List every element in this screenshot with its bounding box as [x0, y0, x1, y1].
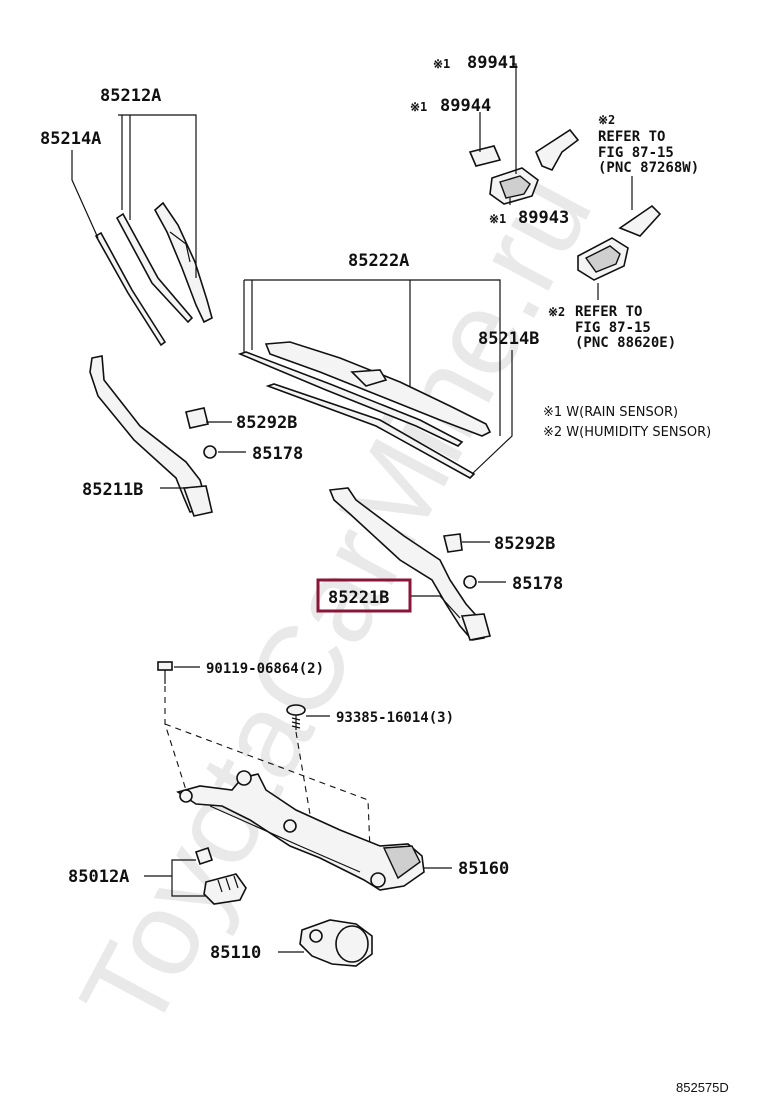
- label-89944: 89944: [440, 96, 491, 116]
- leader-85221B: [410, 595, 461, 619]
- label-85214A: 85214A: [40, 129, 101, 149]
- assembly-dashed-lines: [164, 686, 371, 851]
- mark-89943: ※1: [489, 212, 506, 226]
- label-89941: 89941: [467, 53, 518, 73]
- label-85292B-a: 85292B: [236, 413, 297, 433]
- label-85222A: 85222A: [348, 251, 409, 271]
- label-85221B[interactable]: 85221B: [328, 588, 389, 608]
- rain-sensor-parts: [468, 128, 662, 281]
- ref2-mark: ※2: [548, 305, 565, 319]
- ref2-line1: REFER TO: [575, 304, 642, 320]
- wiper-link-85160: [176, 770, 425, 891]
- leader-85212A: [118, 114, 197, 278]
- leader-85214B: [471, 350, 513, 475]
- screw-93385: [286, 704, 306, 730]
- label-85212A: 85212A: [100, 86, 161, 106]
- highlight-box-85221B: [316, 578, 412, 613]
- label-85178-a: 85178: [252, 444, 303, 464]
- wiper-arm-85211B: [89, 355, 217, 517]
- ref1-mark: ※2: [598, 113, 615, 127]
- leader-85214A: [71, 150, 99, 239]
- label-85110: 85110: [210, 943, 261, 963]
- part-85012A: [194, 846, 247, 905]
- legend-note-1: ※1 W(RAIN SENSOR): [543, 405, 678, 420]
- label-85178-b: 85178: [512, 574, 563, 594]
- label-93385: 93385-16014(3): [336, 710, 454, 726]
- ref2-line3: (PNC 88620E): [575, 335, 676, 351]
- ref1-line1: REFER TO: [598, 129, 665, 145]
- wiper-blade-85222A: [237, 341, 492, 479]
- label-85211B: 85211B: [82, 480, 143, 500]
- label-90119: 90119-06864(2): [206, 661, 324, 677]
- wiper-motor-85110: [299, 919, 373, 967]
- bolt-90119: [157, 661, 173, 684]
- ref2-line2: FIG 87-15: [575, 320, 651, 336]
- mark-89944: ※1: [410, 100, 427, 114]
- legend-note-2: ※2 W(HUMIDITY SENSOR): [543, 425, 711, 440]
- diagram-code: 852575D: [676, 1080, 729, 1095]
- leader-85012A: [171, 859, 206, 897]
- ref1-line2: FIG 87-15: [598, 145, 674, 161]
- label-85214B: 85214B: [478, 329, 539, 349]
- label-89943: 89943: [518, 208, 569, 228]
- mark-89941: ※1: [433, 57, 450, 71]
- label-85160: 85160: [458, 859, 509, 879]
- label-85292B-b: 85292B: [494, 534, 555, 554]
- ref1-line3: (PNC 87268W): [598, 160, 699, 176]
- leader-85222A: [243, 279, 501, 436]
- wiper-blade-85212A: [94, 201, 213, 347]
- label-85012A: 85012A: [68, 867, 129, 887]
- leader-89941: [512, 63, 517, 174]
